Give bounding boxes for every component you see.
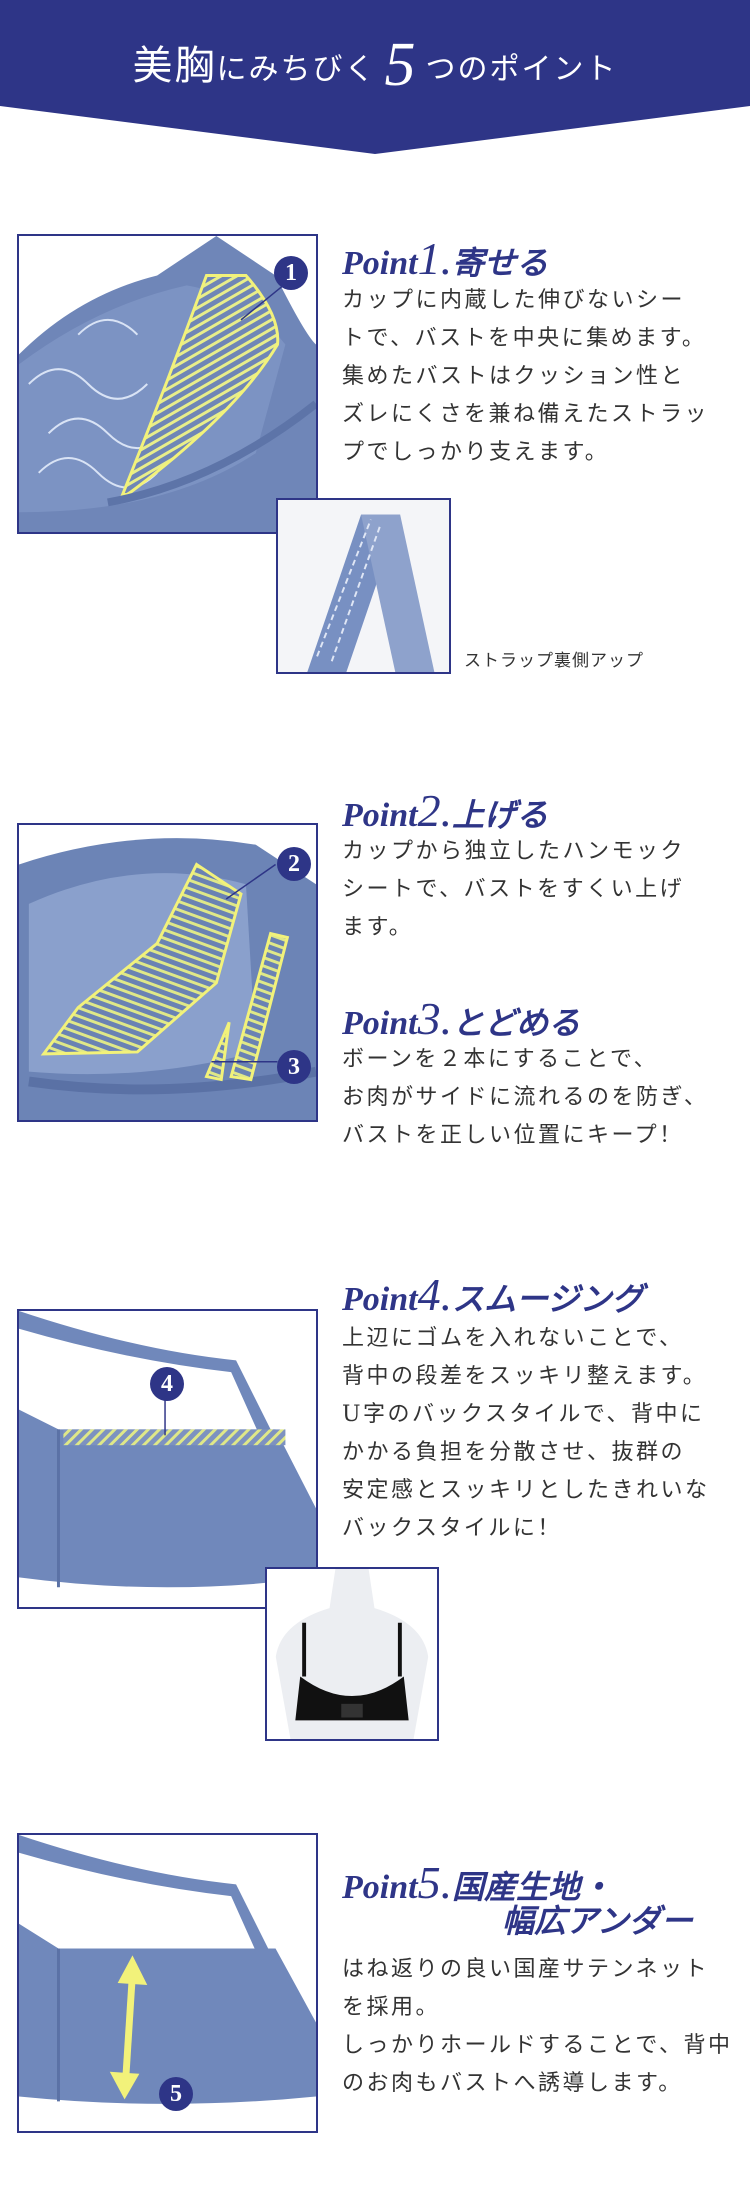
description-line: カップから独立したハンモック <box>342 839 686 864</box>
bra-wide-underband-photo: 5 <box>17 1833 318 2133</box>
point-number: 3. <box>417 993 453 1044</box>
description-line: カップに内蔵した伸びないシー <box>342 288 686 313</box>
bra-back-band-photo: 4 <box>17 1309 318 1609</box>
description-line: のお肉もバストへ誘導します。 <box>342 2071 683 2096</box>
description-line: バックスタイルに！ <box>342 1516 562 1541</box>
point-title: 国産生地・ <box>452 1868 613 1906</box>
point-number: 2. <box>417 785 453 836</box>
point-3-heading: Point3.とどめる <box>342 996 580 1042</box>
point-1-heading: Point1.寄せる <box>342 236 548 282</box>
point-title: スムージング <box>452 1280 644 1318</box>
description-line: を採用。 <box>342 1995 441 2020</box>
point-5-description: はね返りの良い国産サテンネット を採用。 しっかりホールドすることで、背中 のお… <box>342 1951 742 2103</box>
banner-title-a: 美胸 <box>132 43 217 89</box>
description-line: 集めたバストはクッション性と <box>342 364 686 389</box>
description-line: 安定感とスッキリとしたきれいな <box>342 1478 710 1503</box>
point-title: 上げる <box>452 796 549 834</box>
point-number: 1. <box>417 233 453 284</box>
strap-closeup-photo <box>276 498 451 674</box>
point-4-heading: Point4.スムージング <box>342 1272 643 1318</box>
point-label: Point <box>342 1281 418 1318</box>
point-number: 5. <box>417 1857 453 1908</box>
banner-title-c: つのポイント <box>425 52 618 87</box>
banner-title-number: 5 <box>384 31 418 99</box>
bra-inner-cup-photo: 2 3 <box>17 823 318 1122</box>
point-3-description: ボーンを２本にすることで、 お肉がサイドに流れるのを防ぎ、 バストを正しい位置に… <box>342 1041 742 1155</box>
description-line: かかる負担を分散させ、抜群の <box>342 1440 686 1465</box>
description-line: プでしっかり支えます。 <box>342 440 610 465</box>
point-badge-1: 1 <box>274 256 308 290</box>
description-line: バストを正しい位置にキープ！ <box>342 1123 684 1148</box>
description-line: しっかりホールドすることで、背中 <box>342 2033 733 2058</box>
point-title: とどめる <box>452 1004 581 1042</box>
point-title: 寄せる <box>452 244 549 282</box>
point-badge-2: 2 <box>277 847 311 881</box>
description-line: ます。 <box>342 915 414 940</box>
banner-chevron-shape <box>0 0 750 154</box>
point-label: Point <box>342 797 418 834</box>
point-1-description: カップに内蔵した伸びないシー トで、バストを中央に集めます。 集めたバストはクッ… <box>342 282 742 472</box>
point-number: 4. <box>417 1269 453 1320</box>
point-badge-3: 3 <box>277 1050 311 1084</box>
point-badge-5: 5 <box>159 2077 193 2111</box>
point-badge-4: 4 <box>150 1367 184 1401</box>
bra-lace-cup-photo: 1 <box>17 234 318 534</box>
banner-title-b: にみちびく <box>216 52 377 87</box>
point-label: Point <box>342 245 418 282</box>
description-line: はね返りの良い国産サテンネット <box>342 1957 710 1982</box>
point-label: Point <box>342 1869 418 1906</box>
description-line: ズレにくさを兼ね備えたストラッ <box>342 402 710 427</box>
point-5-heading: Point5.国産生地・ <box>342 1860 612 1906</box>
description-line: トで、バストを中央に集めます。 <box>342 326 707 351</box>
point-4-description: 上辺にゴムを入れないことで、 背中の段差をスッキリ整えます。 U字のバックスタイ… <box>342 1320 742 1548</box>
point-label: Point <box>342 1005 418 1042</box>
description-line: U字のバックスタイルで、背中に <box>342 1402 705 1427</box>
description-line: ボーンを２本にすることで、 <box>342 1047 659 1072</box>
mannequin-back-view-photo <box>265 1567 439 1741</box>
strap-caption: ストラップ裏側アップ <box>464 651 644 671</box>
description-line: お肉がサイドに流れるのを防ぎ、 <box>342 1085 709 1110</box>
description-line: シートで、バストをすくい上げ <box>342 877 685 902</box>
point-2-description: カップから独立したハンモック シートで、バストをすくい上げ ます。 <box>342 833 742 947</box>
point-5-heading-line-2: 幅広アンダー <box>502 1902 693 1940</box>
description-line: 上辺にゴムを入れないことで、 <box>342 1326 684 1351</box>
description-line: 背中の段差をスッキリ整えます。 <box>342 1364 708 1389</box>
point-2-heading: Point2.上げる <box>342 788 548 834</box>
